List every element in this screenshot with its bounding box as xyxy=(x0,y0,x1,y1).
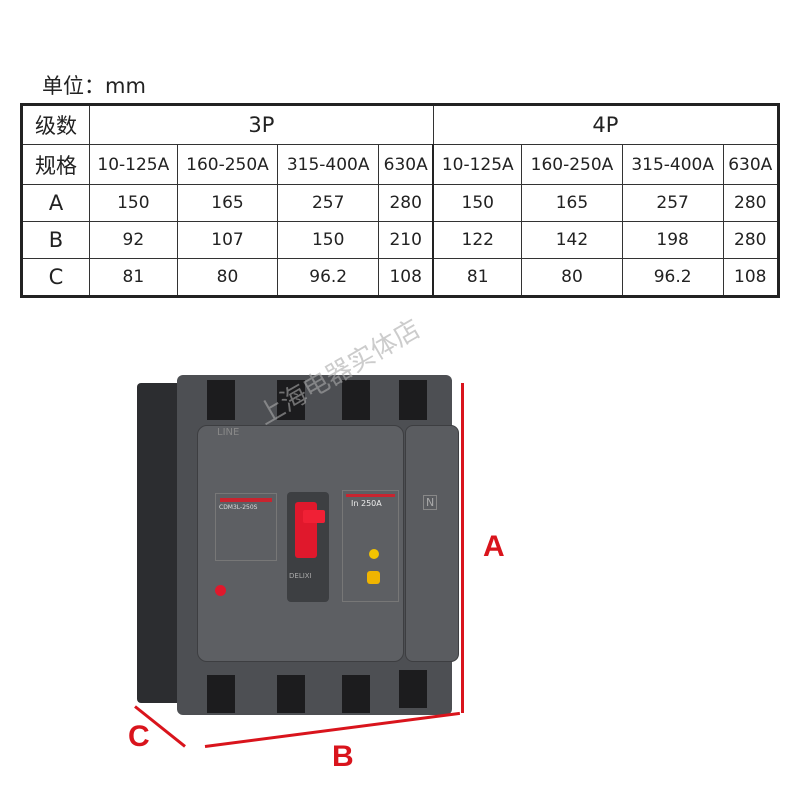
spec-label: 规格 xyxy=(21,144,90,185)
value-cell: 150 xyxy=(89,184,178,222)
row-label: B xyxy=(21,221,90,259)
value-cell: 165 xyxy=(176,184,279,222)
line-label: LINE xyxy=(217,427,240,438)
spec-cell: 630A xyxy=(722,144,779,185)
value-cell: 280 xyxy=(378,184,434,222)
value-cell: 81 xyxy=(432,258,523,297)
value-cell: 107 xyxy=(176,221,279,259)
group-4p: 4P xyxy=(432,104,780,145)
row-label: A xyxy=(21,184,90,222)
value-cell: 108 xyxy=(722,258,779,297)
value-cell: 257 xyxy=(621,184,724,222)
value-cell: 80 xyxy=(176,258,279,297)
value-cell: 257 xyxy=(277,184,380,222)
value-cell: 280 xyxy=(722,184,779,222)
dimension-label-c: C xyxy=(128,720,150,753)
neutral-label: N xyxy=(423,495,438,510)
value-cell: 198 xyxy=(621,221,724,259)
dimension-label-a: A xyxy=(483,530,505,563)
value-cell: 108 xyxy=(378,258,434,297)
test-button[interactable] xyxy=(367,571,380,584)
value-cell: 280 xyxy=(722,221,779,259)
dimension-label-b: B xyxy=(332,740,354,773)
value-cell: 81 xyxy=(89,258,178,297)
group-3p: 3P xyxy=(89,104,434,145)
rating-label: In 250A xyxy=(351,499,382,508)
value-cell: 80 xyxy=(521,258,623,297)
spec-cell: 315-400A xyxy=(621,144,724,185)
value-cell: 150 xyxy=(432,184,523,222)
value-cell: 96.2 xyxy=(621,258,724,297)
brand-label: DELIXI xyxy=(289,572,312,580)
spec-cell: 10-125A xyxy=(89,144,178,185)
spec-cell: 160-250A xyxy=(521,144,623,185)
value-cell: 122 xyxy=(432,221,523,259)
circuit-breaker-image: N LINE CDM3L-250S DELIXI In 250A xyxy=(137,375,467,715)
row-label: C xyxy=(21,258,90,297)
model-label: CDM3L-250S xyxy=(219,504,258,511)
indicator-light xyxy=(215,585,226,596)
value-cell: 210 xyxy=(378,221,434,259)
unit-label: 单位：mm xyxy=(42,74,146,98)
spec-cell: 630A xyxy=(378,144,434,185)
spec-cell: 315-400A xyxy=(277,144,380,185)
spec-cell: 10-125A xyxy=(432,144,523,185)
pole-label: 级数 xyxy=(21,104,90,145)
value-cell: 142 xyxy=(521,221,623,259)
value-cell: 165 xyxy=(521,184,623,222)
value-cell: 96.2 xyxy=(277,258,380,297)
dimension-line-a xyxy=(461,383,464,713)
spec-cell: 160-250A xyxy=(176,144,279,185)
value-cell: 150 xyxy=(277,221,380,259)
value-cell: 92 xyxy=(89,221,178,259)
